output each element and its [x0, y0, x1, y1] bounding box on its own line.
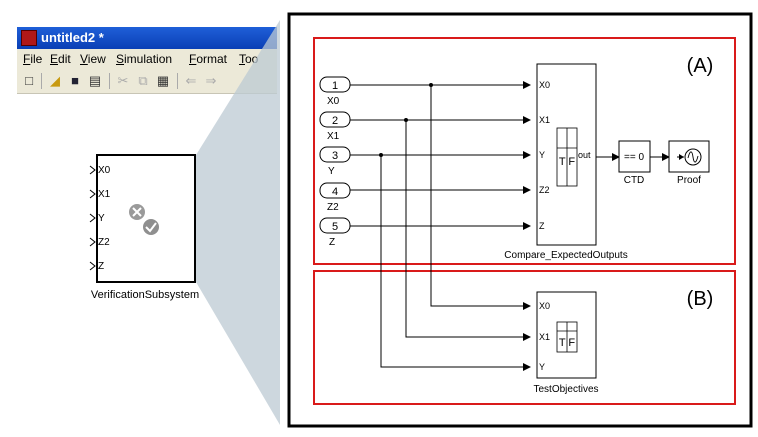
compare-input-x1: X1	[539, 115, 550, 125]
inport-number: 2	[332, 115, 338, 127]
new-icon[interactable]: □	[25, 73, 33, 88]
test-input-x0: X0	[539, 301, 550, 311]
forward-icon[interactable]: ⇒	[205, 73, 217, 88]
inport-label-z: Z	[329, 237, 335, 248]
toolbar-separator	[41, 73, 42, 89]
inport-number: 5	[332, 221, 338, 233]
inport-label-x1: X1	[327, 131, 340, 142]
menu-simulation[interactable]: Simulation	[116, 52, 173, 66]
cut-icon[interactable]: ✂	[117, 73, 129, 88]
subsystem-port-x1: X1	[98, 189, 111, 200]
compare-input-x0: X0	[539, 80, 550, 90]
zoom-wedge	[196, 20, 280, 425]
inport-number: 4	[332, 186, 338, 198]
subsystem-port-z2: Z2	[98, 237, 110, 248]
inport-4[interactable]: 4	[319, 182, 351, 199]
compare-expected-outputs-block[interactable]: X0 X1 Y Z2 Z out T F	[536, 63, 597, 246]
save-icon[interactable]: ■	[71, 73, 79, 88]
open-icon[interactable]: ◢	[50, 73, 60, 88]
inport-5[interactable]: 5	[319, 217, 351, 234]
truth-table-text: T F	[559, 337, 576, 349]
compare-input-z2: Z2	[539, 185, 550, 195]
compare-output-out: out	[578, 150, 591, 160]
proof-block[interactable]	[668, 140, 710, 173]
truth-table-icon: T F	[556, 321, 578, 353]
subsystem-port-x0: X0	[98, 165, 111, 176]
section-a-box	[313, 37, 736, 265]
inport-label-x0: X0	[327, 96, 340, 107]
print-icon[interactable]: ▤	[88, 73, 102, 88]
branch-x1	[405, 120, 531, 341]
test-block-name: TestObjectives	[533, 384, 598, 395]
toolbar-separator	[109, 73, 110, 89]
toolbar: □ ◢ ■ ▤ ✂ ⧉ ▦ ⇐ ⇒	[17, 69, 277, 94]
menu-file[interactable]: File	[23, 52, 43, 66]
inport-3[interactable]: 3	[319, 146, 351, 163]
toolbar-separator	[177, 73, 178, 89]
proof-icon	[684, 148, 702, 166]
subsystem-port-y: Y	[98, 213, 105, 224]
compare-input-z: Z	[539, 221, 545, 231]
window-title: untitled2 *	[41, 30, 104, 45]
detail-frame	[287, 12, 753, 428]
proof-block-name: Proof	[677, 175, 701, 186]
inport-number: 1	[332, 80, 338, 92]
section-a-label: (A)	[687, 55, 714, 77]
branch-junctions	[379, 83, 433, 157]
compare-block-name: Compare_ExpectedOutputs	[504, 250, 627, 261]
branch-y	[380, 155, 531, 371]
simulink-app-icon	[21, 30, 37, 46]
menu-view[interactable]: View	[80, 52, 106, 66]
ctd-block[interactable]: == 0	[618, 140, 651, 173]
menu-format[interactable]: Format	[189, 52, 228, 66]
copy-icon[interactable]: ⧉	[138, 73, 148, 88]
test-input-y: Y	[539, 362, 545, 372]
truth-table-icon: T F	[556, 127, 578, 187]
compare-input-y: Y	[539, 150, 545, 160]
subsystem-name: VerificationSubsystem	[91, 289, 199, 301]
inport-1[interactable]: 1	[319, 76, 351, 93]
ctd-block-text: == 0	[624, 152, 644, 163]
signal-lines	[350, 81, 670, 371]
test-objectives-block[interactable]: X0 X1 Y T F	[536, 291, 597, 379]
title-bar[interactable]: untitled2 *	[17, 27, 277, 49]
inport-2[interactable]: 2	[319, 111, 351, 128]
menu-edit[interactable]: Edit	[50, 52, 71, 66]
inport-label-y: Y	[328, 166, 335, 177]
paste-icon[interactable]: ▦	[156, 73, 170, 88]
test-input-x1: X1	[539, 332, 550, 342]
section-b-label: (B)	[687, 288, 714, 310]
inport-number: 3	[332, 150, 338, 162]
ctd-block-name: CTD	[624, 175, 645, 186]
truth-table-text: T F	[559, 156, 576, 168]
verification-icon	[129, 204, 159, 235]
branch-x0	[430, 85, 531, 310]
verification-subsystem-block[interactable]: X0 X1 Y Z2 Z	[89, 154, 196, 283]
section-b-box	[313, 270, 736, 405]
subsystem-port-z: Z	[98, 261, 104, 272]
back-icon[interactable]: ⇐	[185, 73, 197, 88]
inport-label-z2: Z2	[327, 202, 339, 213]
